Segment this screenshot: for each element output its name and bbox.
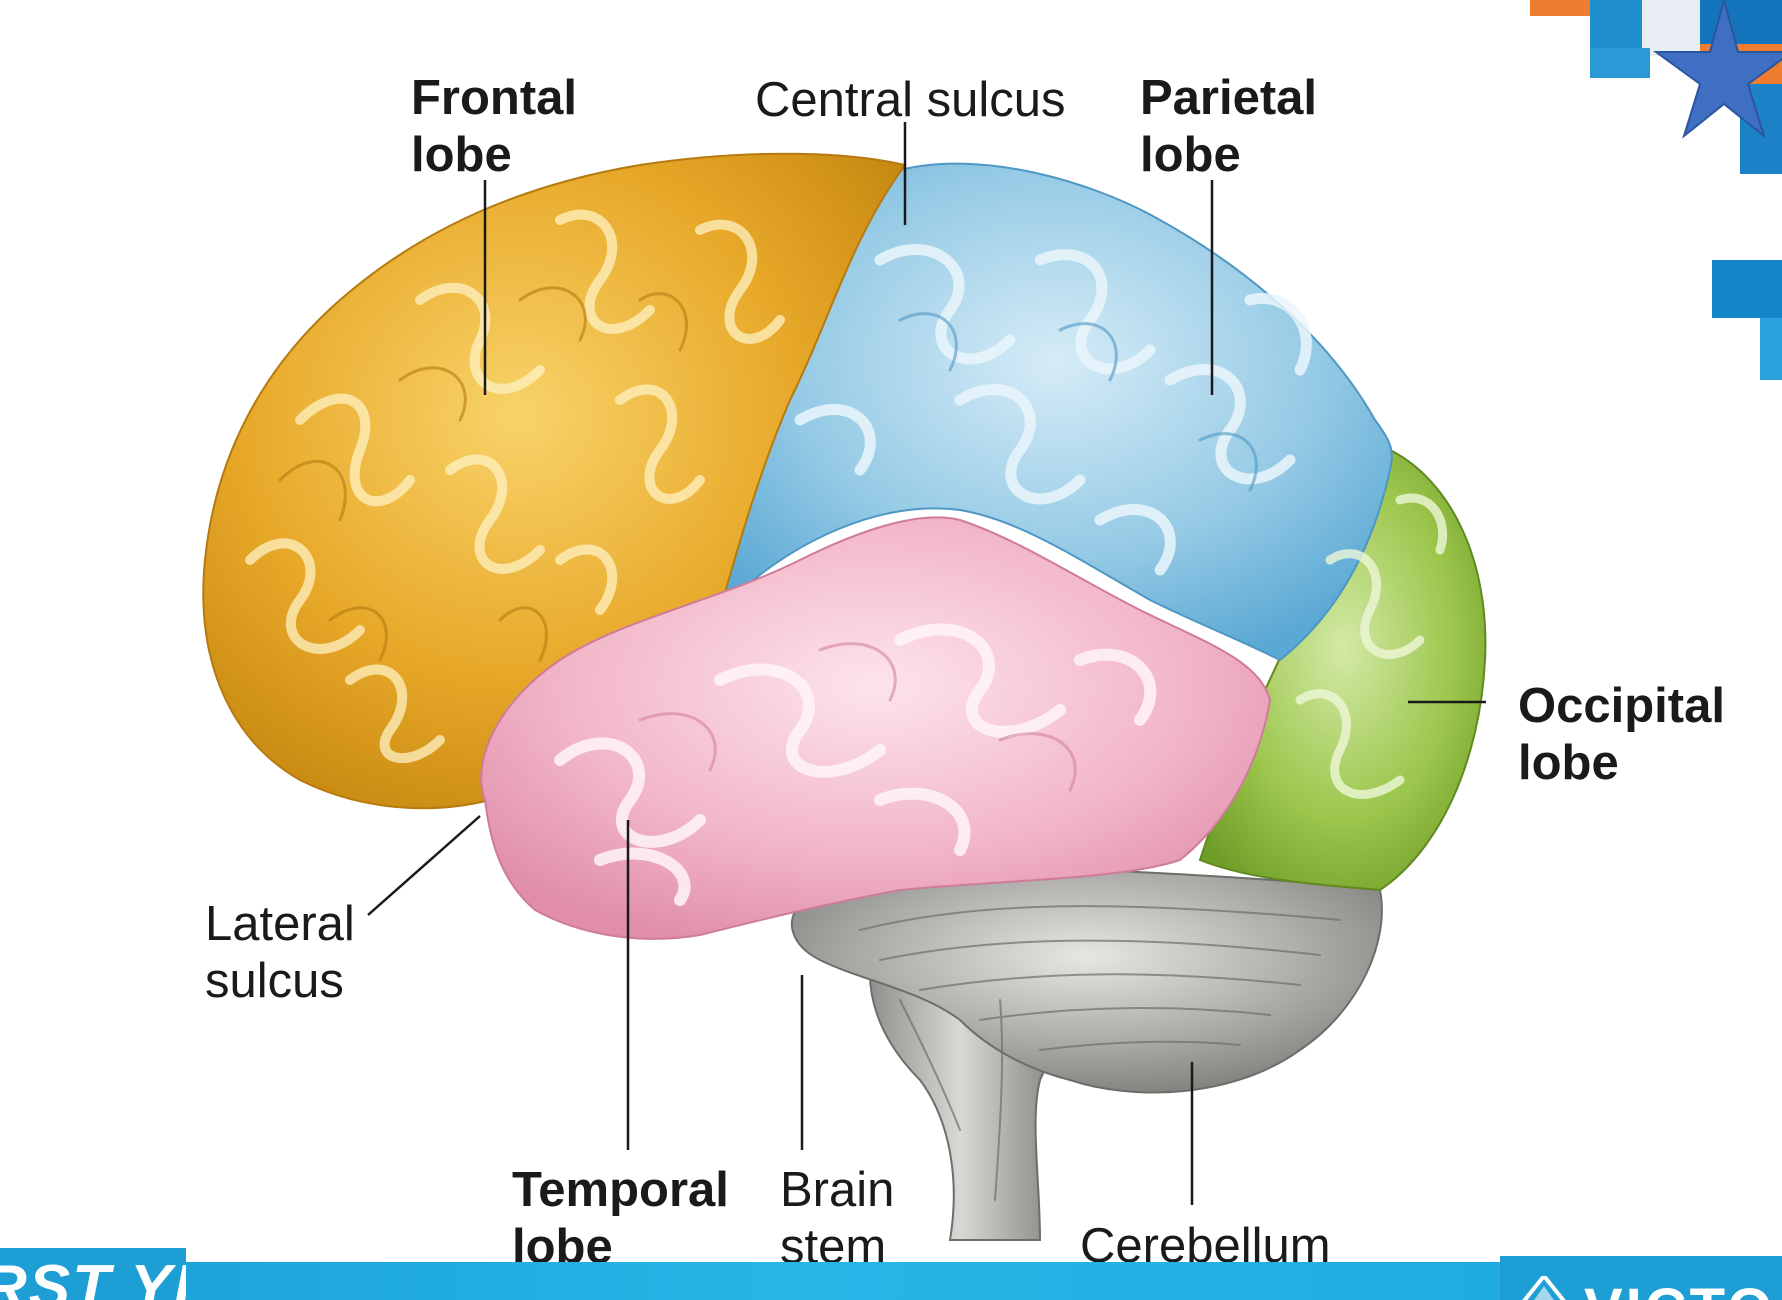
cerebellum-shape <box>790 865 1383 1094</box>
parietal-lobe-label: Parietal lobe <box>1140 70 1317 184</box>
brain-stem-label-line1: Brain <box>780 1163 895 1217</box>
banner-left-block: RST YEAR <box>0 1248 186 1300</box>
central-sulcus-label: Central sulcus <box>755 73 1066 127</box>
lateral-sulcus-label: Lateral sulcus <box>205 896 355 1010</box>
frontal-lobe-label: Frontal lobe <box>411 70 577 184</box>
banner-left-text: RST YEAR <box>0 1253 186 1300</box>
occipital-lobe-label-line2: lobe <box>1518 736 1619 790</box>
occipital-lobe-label-line1: Occipital <box>1518 679 1725 733</box>
gyri-texture <box>245 209 1448 1201</box>
corner-decoration <box>1530 0 1782 380</box>
occipital-lobe-label: Occipital lobe <box>1518 678 1725 792</box>
temporal-lobe-label-line1: Temporal <box>512 1163 729 1217</box>
frontal-lobe-label-line2: lobe <box>411 128 512 182</box>
brain-stem-label: Brain stem <box>780 1162 894 1276</box>
parietal-lobe-label-line1: Parietal <box>1140 71 1318 125</box>
banner-right-block: VICTO <box>1500 1256 1782 1300</box>
parietal-lobe-label-line2: lobe <box>1140 128 1241 182</box>
bottom-banner <box>0 1262 1782 1300</box>
occipital-lobe-shape <box>1198 448 1487 892</box>
temporal-lobe-label: Temporal lobe <box>512 1162 729 1276</box>
frontal-lobe-label-line1: Frontal <box>411 71 578 125</box>
leader-lines <box>367 122 1486 1205</box>
lateral-sulcus-leader <box>367 815 481 916</box>
lateral-sulcus-label-line1: Lateral <box>205 897 355 951</box>
logo-triangle-icon <box>1522 1276 1566 1300</box>
lateral-sulcus-label-line2: sulcus <box>205 954 344 1008</box>
banner-right-text: VICTO <box>1584 1276 1775 1300</box>
star-icon <box>1652 0 1782 139</box>
